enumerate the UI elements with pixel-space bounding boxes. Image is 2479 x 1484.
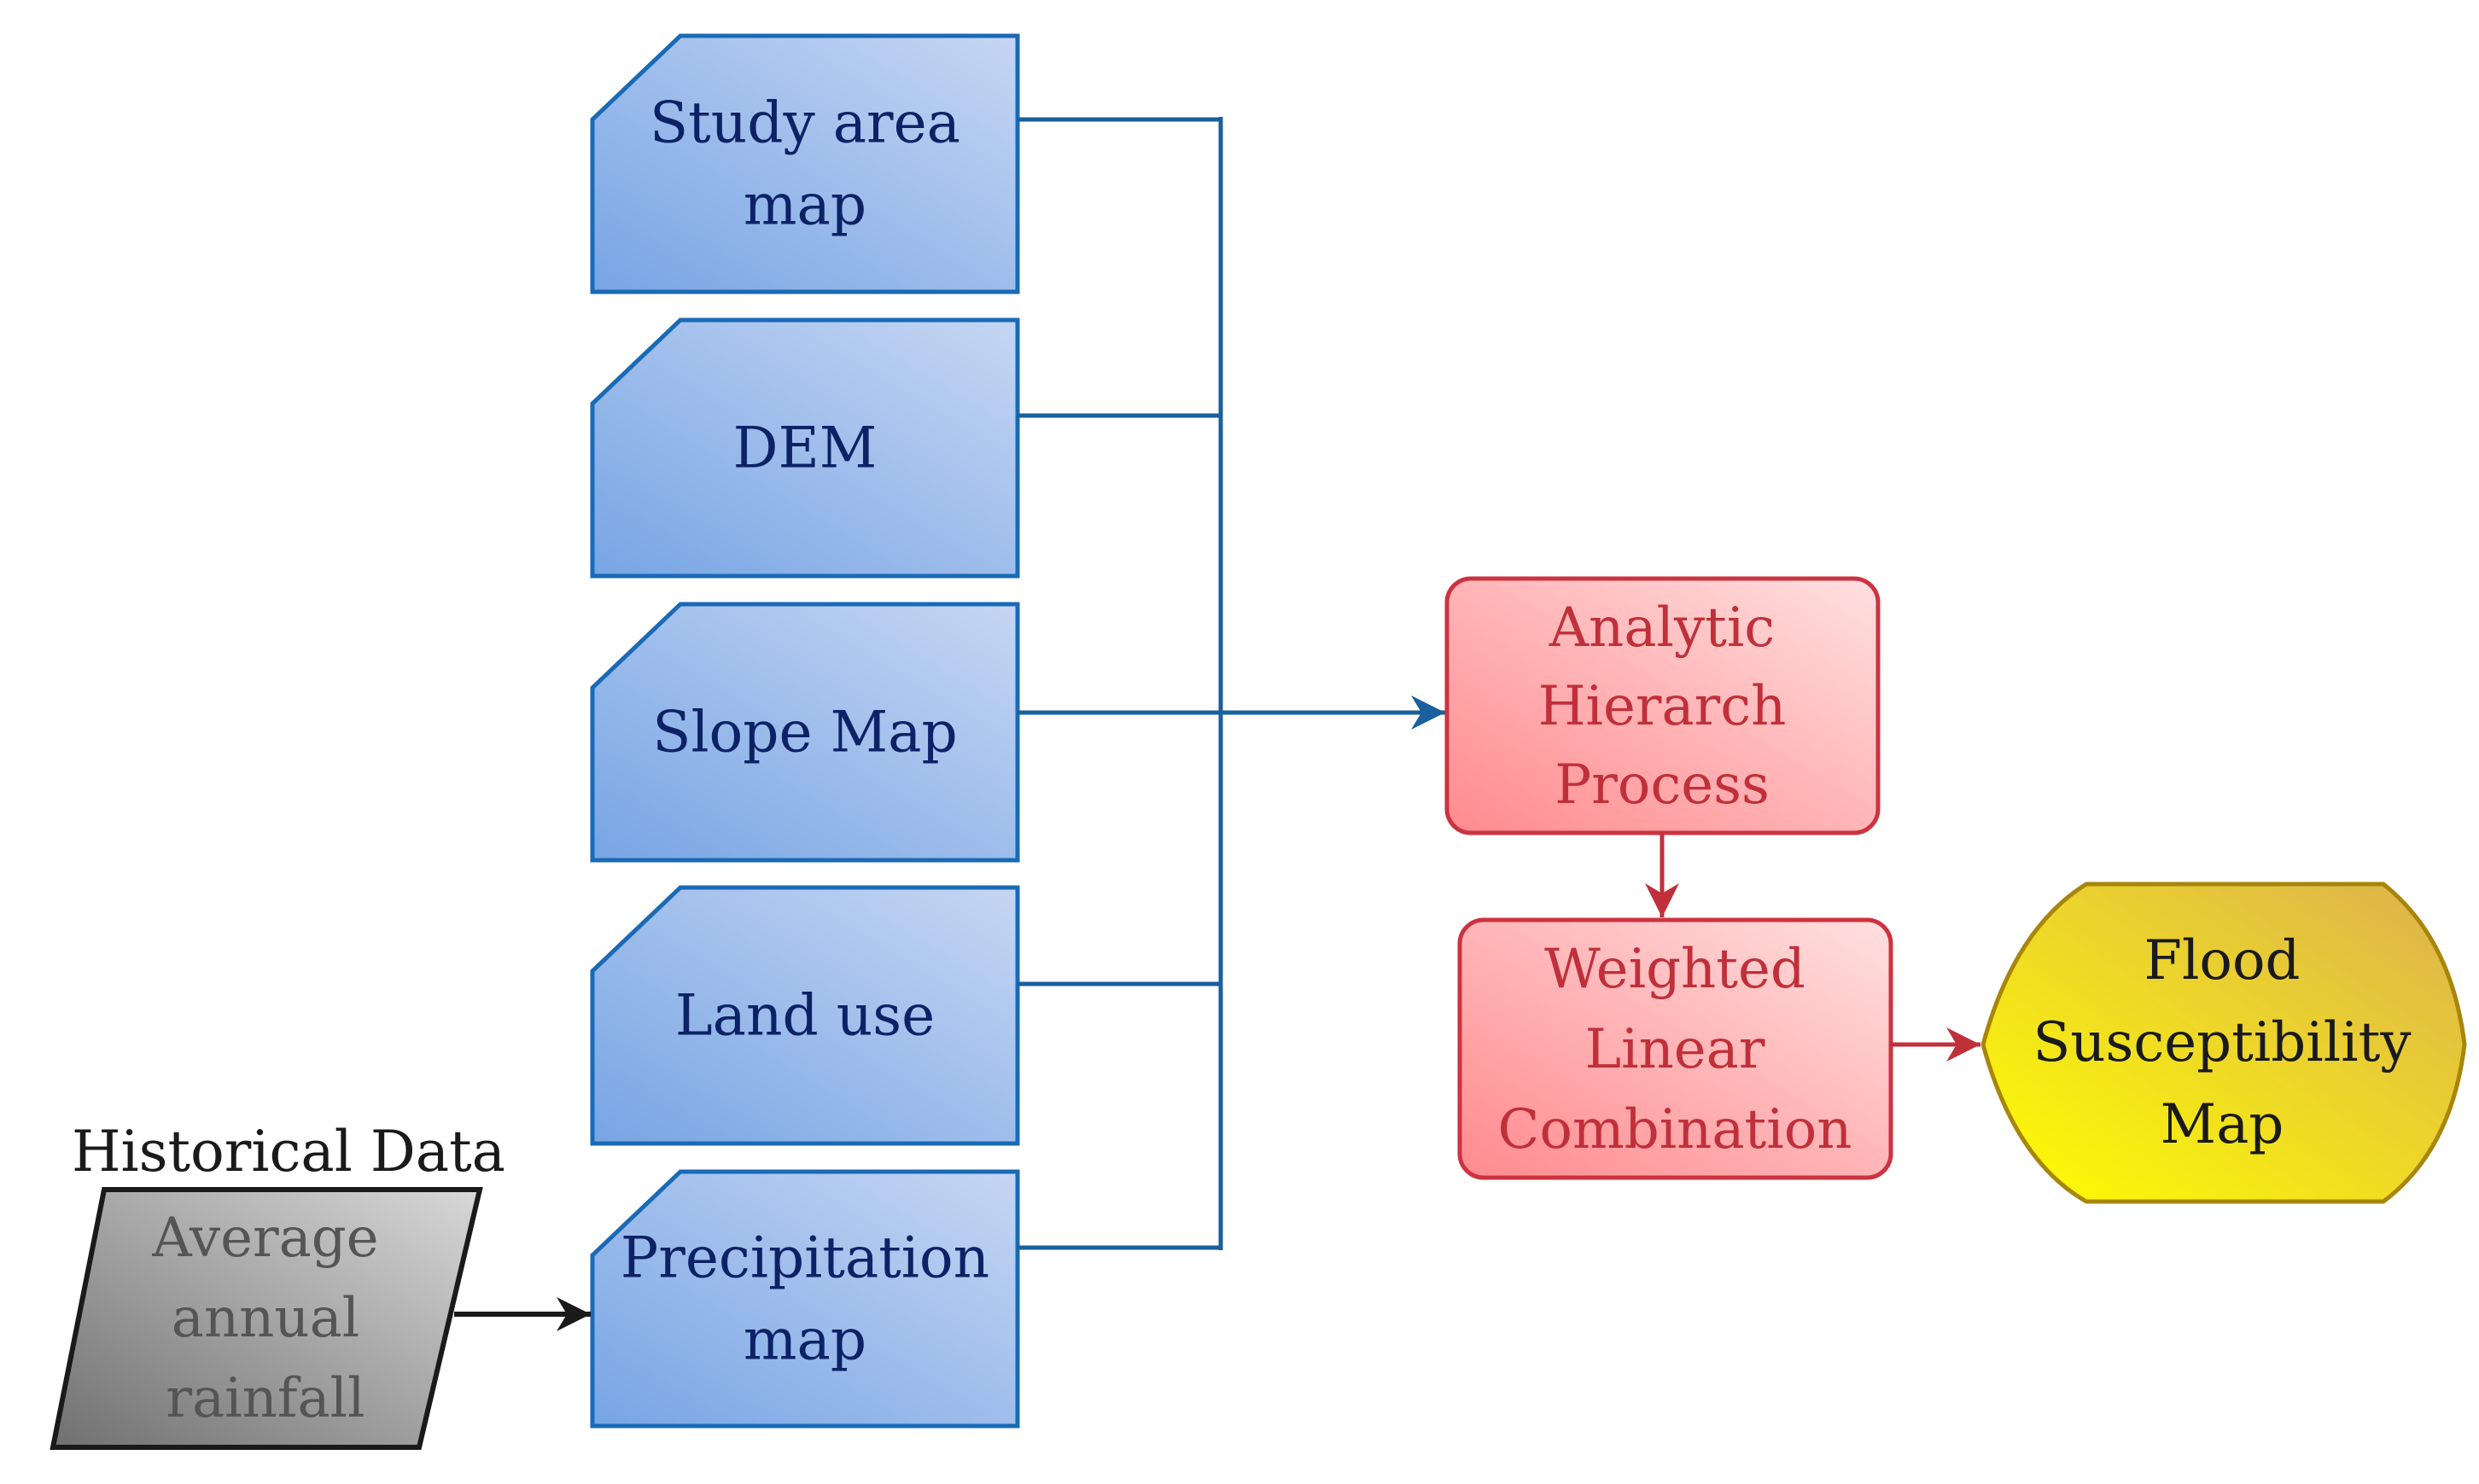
input-cards [590, 33, 1020, 1429]
label-line: Hierarch [1538, 675, 1787, 738]
label-line: DEM [733, 416, 878, 481]
label-line: Process [1554, 754, 1770, 817]
input-connectors [1018, 117, 1445, 1250]
dem-card [590, 317, 1020, 579]
label-line: map [744, 1307, 866, 1373]
label-line: Linear [1585, 1018, 1765, 1081]
slope-map-card [590, 602, 1020, 863]
historical-data-label: Average annual rainfall [151, 1207, 378, 1430]
historical-data-caption: Historical Data [72, 1119, 505, 1184]
land-use-card [590, 885, 1020, 1146]
wlc-box [1457, 917, 1893, 1180]
label-line: Combination [1498, 1098, 1852, 1161]
dem-label: DEM [733, 416, 878, 481]
flood-susceptibility-output [1980, 882, 2467, 1204]
label-line: Study area [650, 90, 960, 156]
label-line: map [744, 172, 866, 238]
label-line: Land use [675, 983, 935, 1049]
label-line: Analytic [1549, 597, 1775, 660]
label-line: Precipitation [621, 1225, 989, 1291]
label-line: annual [172, 1287, 359, 1350]
label-line: Weighted [1544, 938, 1805, 1001]
label-line: Average [151, 1207, 378, 1270]
land-use-label: Land use [675, 983, 935, 1049]
label-line: Slope Map [652, 700, 958, 765]
label-line: rainfall [166, 1367, 365, 1430]
label-line: Map [2161, 1093, 2284, 1156]
label-line: Flood [2144, 929, 2301, 992]
label-line: Susceptibility [2033, 1011, 2411, 1074]
study-area-map-label: Study area map [650, 90, 960, 238]
precipitation-map-label: Precipitation map [621, 1225, 989, 1373]
slope-map-label: Slope Map [652, 700, 958, 765]
study-area-map-card [590, 33, 1020, 294]
historical-data-box [50, 1187, 483, 1450]
precipitation-map-card [590, 1169, 1020, 1429]
